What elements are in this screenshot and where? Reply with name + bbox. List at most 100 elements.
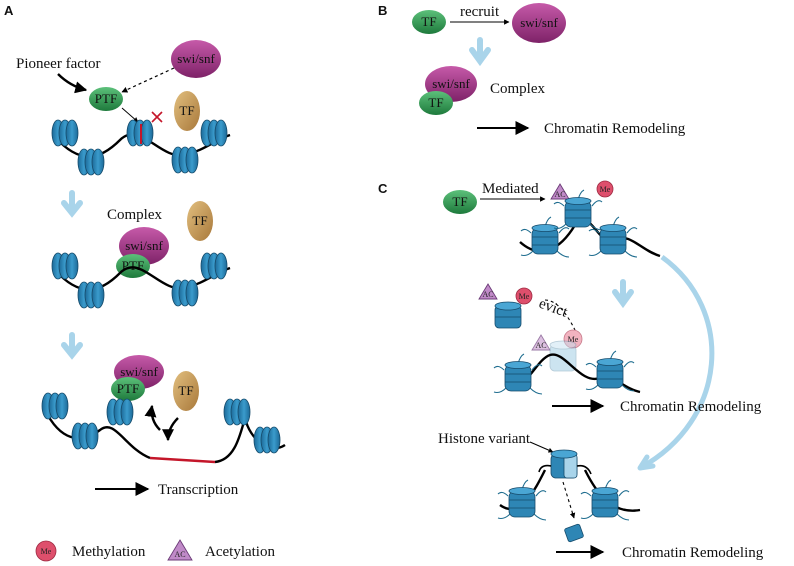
panel-b: TF recruit swi/snf swi/snf TF Complex Ch… [412, 3, 686, 137]
mediated-label: Mediated [482, 181, 539, 197]
acetyl-mark-c1 [550, 183, 570, 200]
recruit-label: recruit [460, 4, 500, 20]
methyl-mark-faded-text: Me [568, 335, 579, 344]
swisnf-label: swi/snf [177, 51, 215, 66]
nucleosome-a2-4 [200, 252, 228, 280]
methylation-icon [35, 540, 57, 562]
tf-label-2: TF [192, 213, 207, 228]
evict-label: evict [537, 296, 571, 321]
open-dna-segment [149, 456, 216, 464]
panel-a-step2: Complex TF swi/snf PTF [51, 201, 231, 309]
tf-label-b: TF [421, 14, 436, 29]
nucleosome-a3-5 [253, 426, 281, 454]
tf-label-3: TF [178, 383, 193, 398]
tf-protein-2 [187, 201, 213, 241]
histone-variant-nucleosome [538, 449, 592, 479]
complex-label-b: Complex [490, 81, 545, 97]
evict-dashed-path [544, 299, 576, 331]
acetyl-mark-c1-text: AC [554, 190, 565, 199]
tf-label-b2: TF [428, 95, 443, 110]
remodeling-label-b: Chromatin Remodeling [544, 121, 686, 137]
swisnf-label-b2: swi/snf [432, 76, 470, 91]
swisnf-protein [171, 40, 221, 78]
nucleosome-a3-4 [223, 398, 251, 426]
nucleosome-a3-1 [41, 392, 69, 420]
acetyl-mark-c2-text: AC [482, 290, 493, 299]
histone-variant-label: Histone variant [438, 431, 531, 447]
guide-arrow-a1 [61, 190, 83, 218]
histone-variant-pointer [529, 441, 554, 453]
swisnf-protein-b [512, 3, 566, 43]
release-arrow-3 [144, 404, 161, 431]
tf-label: TF [179, 103, 194, 118]
tf-protein-3 [173, 371, 199, 411]
guide-curve-head [637, 454, 656, 471]
chromatin-fiber-a3-left [43, 409, 151, 460]
nucleosome-c3-1 [497, 479, 547, 521]
tf-protein [174, 91, 200, 131]
nucleosome-a3-2 [71, 422, 99, 450]
nucleosome-c1-3 [588, 216, 638, 258]
pioneer-factor-label: Pioneer factor [16, 56, 101, 72]
nucleosome-a1-1 [51, 119, 79, 147]
swisnf-label-3: swi/snf [120, 364, 158, 379]
swisnf-label-2: swi/snf [125, 238, 163, 253]
methyl-mark-c1-text: Me [600, 185, 611, 194]
ptf-label-3: PTF [117, 381, 139, 396]
nucleosome-a2-3 [171, 279, 199, 307]
panel-a-step3: swi/snf PTF TF Transcription [41, 355, 286, 498]
panel-c-step1: TF Mediated AC Me [443, 180, 661, 258]
evicted-histone [494, 301, 522, 329]
swisnf-label-b: swi/snf [520, 15, 558, 30]
ptf-protein [89, 87, 123, 111]
legend-methylation: Methylation [72, 544, 146, 560]
acetylation-icon [167, 539, 193, 561]
released-histone [564, 523, 584, 543]
acetyl-mark-faded-text: AC [535, 341, 546, 350]
blocked-cross-icon [151, 111, 163, 123]
tf-protein-c [443, 190, 477, 214]
ptf-label: PTF [95, 91, 117, 106]
nucleosome-a1-2 [77, 148, 105, 176]
tf-protein-b [412, 10, 446, 34]
panel-c-step3: Histone variant Chromatin Remodeling [438, 431, 764, 561]
nucleosome-c3-2 [580, 479, 630, 521]
acetyl-mark-faded [531, 334, 551, 351]
ptf-protein-2 [116, 254, 150, 278]
nucleosome-a1-5 [200, 119, 228, 147]
nucleosome-a2-2 [77, 281, 105, 309]
panel-a-step1: Pioneer factor swi/snf PTF TF [16, 40, 231, 176]
methyl-icon-text: Me [41, 547, 52, 556]
nucleosome-c2-1 [493, 353, 543, 395]
tf-protein-b2 [419, 91, 453, 115]
panel-b-letter: B [378, 3, 387, 18]
remodeling-label-c1: Chromatin Remodeling [620, 399, 762, 415]
tf-binding-arrow-3 [162, 417, 179, 442]
panel-a-letter: A [4, 3, 14, 18]
nucleosome-c2-2 [585, 350, 635, 392]
acetyl-icon-text: AC [174, 550, 185, 559]
acetyl-mark-c2 [478, 283, 498, 300]
ptf-protein-3 [111, 377, 145, 401]
guide-arrow-a2 [61, 332, 83, 360]
nucleosome-a2-1 [51, 252, 79, 280]
ptf-binding-arrow [121, 107, 139, 123]
remodeling-label-c2: Chromatin Remodeling [622, 545, 764, 561]
variant-out-arrow [562, 481, 576, 519]
nucleosome-a1-4 [171, 146, 199, 174]
methyl-mark-c2 [515, 287, 533, 305]
methyl-mark-c1 [596, 180, 614, 198]
nucleosome-a3-3 [106, 398, 134, 426]
guide-curve-c [638, 254, 715, 471]
complex-label-a: Complex [107, 207, 162, 223]
nucleosome-c1-1 [520, 216, 570, 258]
recruit-dashed-arrow [121, 67, 175, 93]
methyl-mark-c2-text: Me [519, 292, 530, 301]
methyl-mark-faded [563, 329, 583, 349]
legend: Me Methylation AC Acetylation [35, 539, 275, 562]
guide-arrow-c1 [612, 279, 634, 309]
guide-arrow-b [469, 37, 491, 67]
legend-acetylation: Acetylation [205, 544, 275, 560]
